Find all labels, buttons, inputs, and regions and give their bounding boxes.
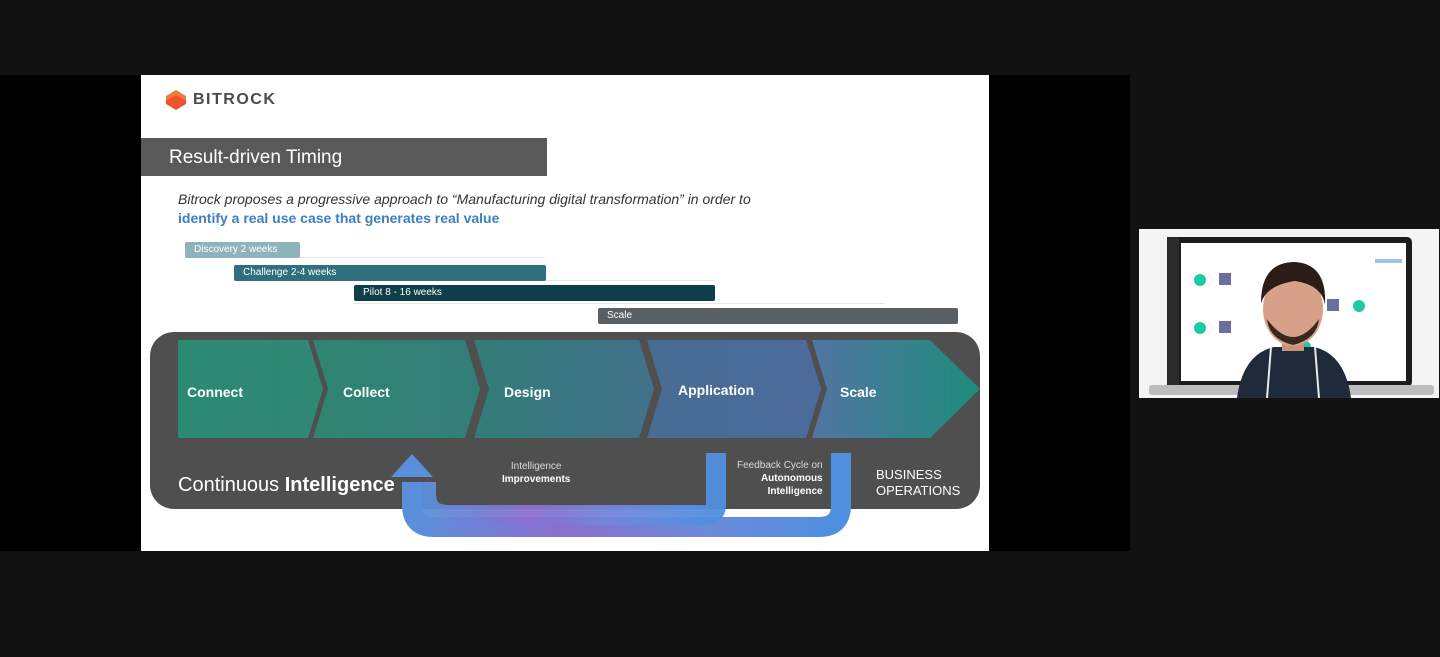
subtitle-line-2: identify a real use case that generates …	[178, 210, 500, 226]
presentation-slide: BITROCK Result-driven Timing Bitrock pro…	[141, 75, 989, 551]
note-line: Feedback Cycle on	[737, 460, 823, 471]
biz-ops-line: BUSINESS	[876, 467, 942, 482]
stage-arrow-scale	[812, 340, 980, 438]
note-line-bold: Autonomous	[760, 473, 823, 484]
stage-label-application: Application	[678, 382, 755, 398]
webcam-person-image	[1139, 229, 1439, 398]
biz-ops-line: OPERATIONS	[876, 483, 961, 498]
slide-title: Result-driven Timing	[169, 147, 343, 168]
phase-bar-scale: Scale	[598, 308, 958, 324]
phase-bar-pilot: Pilot 8 - 16 weeks	[354, 285, 715, 301]
note-line: Intelligence	[510, 461, 562, 472]
title-bar: Result-driven Timing	[141, 138, 547, 176]
process-panel: Connect Collect Design Application Scale…	[150, 332, 980, 509]
continuous-intelligence-label: Continuous Intelligence	[178, 474, 395, 497]
subtitle-line-1: Bitrock proposes a progressive approach …	[178, 191, 751, 207]
stage-arrow-application	[647, 340, 821, 438]
bitrock-logo: BITROCK	[163, 87, 276, 113]
stage-label-design: Design	[504, 384, 551, 400]
stage-label-collect: Collect	[343, 384, 390, 400]
continuous-light-text: Continuous	[178, 474, 285, 496]
stage-label-connect: Connect	[187, 384, 243, 400]
webcam-video	[1139, 229, 1439, 398]
note-line-bold: Improvements	[502, 474, 571, 485]
stage-arrow-collect	[313, 340, 480, 438]
stage-label-scale: Scale	[840, 384, 877, 400]
note-line-bold: Intelligence	[767, 486, 823, 497]
phase-bar-challenge: Challenge 2-4 weeks	[234, 265, 546, 281]
phase-bar-discovery: Discovery 2 weeks	[185, 242, 300, 258]
intelligence-improvements-note: Intelligence Improvements	[502, 460, 570, 486]
bitrock-logo-icon	[166, 90, 186, 110]
logo-text: BITROCK	[193, 91, 277, 108]
feedback-cycle-note: Feedback Cycle on Autonomous Intelligenc…	[737, 459, 823, 498]
stage-arrow-design	[474, 340, 654, 438]
timeline-grid-line	[354, 303, 884, 304]
process-arrows	[178, 340, 980, 438]
stage-arrow-connect	[178, 340, 323, 438]
continuous-bold-text: Intelligence	[284, 474, 395, 496]
business-operations-label: BUSINESS OPERATIONS	[876, 467, 960, 499]
timeline-grid-line	[185, 257, 545, 258]
